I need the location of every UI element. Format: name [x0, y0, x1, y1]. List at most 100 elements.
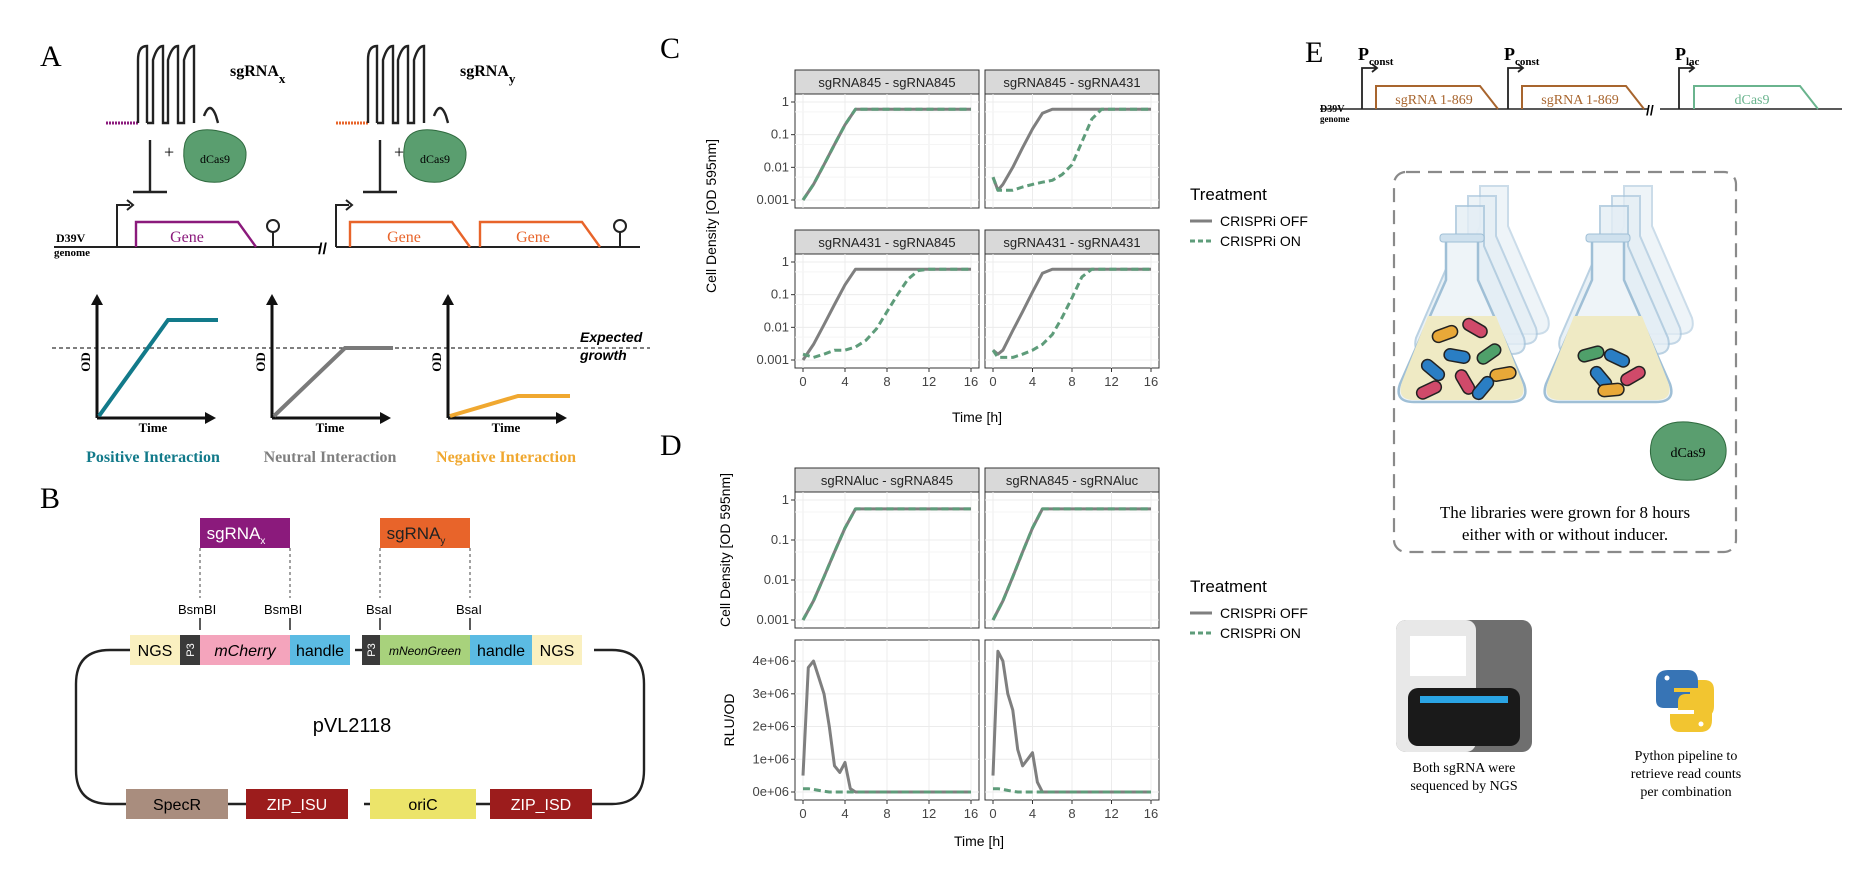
- interaction-label-positive: Positive Interaction: [86, 449, 220, 466]
- facet-strip-label: sgRNA845 - sgRNA431: [1003, 75, 1140, 90]
- svg-text:sgRNAy: sgRNAy: [387, 524, 446, 547]
- panel-c-letter: C: [660, 32, 680, 65]
- backbone-zip-isu-label: ZIP_ISU: [267, 797, 327, 814]
- x-tick-label: 4: [841, 806, 848, 821]
- promoter-arrow-e2-head: [1517, 63, 1525, 73]
- sgrna-y-label: sgRNA: [460, 63, 509, 80]
- panel-d: D Cell Density [OD 595nm] RLU/OD Time [h…: [660, 429, 1308, 849]
- y-tick-label: 0.1: [771, 127, 789, 142]
- x-tick-label: 8: [1068, 374, 1075, 389]
- y-tick-label: 1: [782, 94, 789, 109]
- panel-a-letter: A: [40, 40, 62, 73]
- y-tick-label: 3e+06: [752, 686, 789, 701]
- panel-b-letter: B: [40, 482, 60, 515]
- series-line-crispri-on: [993, 787, 1151, 794]
- cassette-p3-right-label: P3: [366, 643, 378, 656]
- cassette-ngs-right-label: NGS: [540, 643, 575, 660]
- x-tick-label: 12: [1104, 374, 1118, 389]
- panel-a: A sgRNAx + dCas9 sgRNAy + dCas9 D39V gen…: [40, 40, 650, 466]
- dcas9-label-y: dCas9: [420, 152, 450, 166]
- gene-box-a2: [348, 220, 471, 248]
- sgrna-y-structure: sgRNAy: [336, 44, 516, 125]
- series-line-crispri-on: [991, 267, 1151, 359]
- sequencing-note-1: Both sgRNA were: [1413, 761, 1516, 776]
- panel-c-ylabel: Cell Density [OD 595nm]: [703, 139, 719, 293]
- facet-strip-label: sgRNA845 - sgRNAluc: [1006, 473, 1139, 488]
- panel-d-letter: D: [660, 429, 682, 462]
- y-tick-label: 1e+06: [752, 751, 789, 766]
- expected-growth-label-1: Expected: [580, 329, 643, 345]
- facet-strip-label: sgRNA845 - sgRNA845: [818, 75, 955, 90]
- sgrna-x-structure: sgRNAx: [106, 44, 286, 125]
- growth-plot-negative-xarrow: [556, 412, 567, 424]
- growth-curve-positive: [97, 318, 218, 418]
- x-tick-label: 16: [1144, 374, 1158, 389]
- gene-label-e2: sgRNA 1-869: [1541, 93, 1618, 108]
- sgrna-y-terminator: [432, 106, 450, 124]
- promoter-e1-sub: const: [1369, 56, 1394, 68]
- promoter-arrow-e1: [1361, 67, 1376, 109]
- growth-plot-negative-ylabel: OD: [429, 352, 444, 372]
- panel-d-ylabel-top: Cell Density [OD 595nm]: [717, 473, 733, 627]
- facet-strip-label: sgRNA431 - sgRNA845: [818, 235, 955, 250]
- promoter-e1-label: P: [1358, 44, 1369, 64]
- x-tick-label: 0: [799, 806, 806, 821]
- growth-plot-positive-xarrow: [205, 412, 216, 424]
- interaction-label-negative: Negative Interaction: [436, 449, 576, 466]
- series-line-crispri-on: [801, 107, 971, 201]
- backbone-oric-label: oriC: [408, 797, 437, 814]
- y-tick-label: 0.001: [756, 612, 789, 627]
- genome-label-a-2: genome: [54, 247, 90, 259]
- facet-strip: [794, 229, 980, 255]
- dcas9-label-x: dCas9: [200, 152, 230, 166]
- bacterium: [1597, 382, 1625, 398]
- promoter-arrow-e1-head: [1371, 63, 1379, 73]
- gene-box-e3: [1693, 85, 1819, 110]
- gene-label-a1: Gene: [170, 229, 204, 246]
- culture-box: [1392, 170, 1738, 554]
- growth-plot-neutral-xlabel: Time: [316, 420, 345, 435]
- growth-plot-neutral-xarrow: [380, 412, 391, 424]
- legend-d-title: Treatment: [1190, 577, 1267, 596]
- flask-stack-left: [1397, 185, 1550, 404]
- bacterium: [1454, 369, 1476, 395]
- bacterium: [1489, 366, 1517, 382]
- x-tick-label: 12: [922, 374, 936, 389]
- promoter-e3-sub: lac: [1686, 56, 1700, 68]
- panel-c-xlabel: Time [h]: [952, 409, 1002, 425]
- facet-strip: [984, 467, 1160, 493]
- growth-plot-negative-xlabel: Time: [492, 420, 521, 435]
- x-tick-label: 12: [1104, 806, 1118, 821]
- backbone-zip-isd-label: ZIP_ISD: [511, 797, 571, 814]
- panel-e: E D39V genome // Pconst sgRNA 1-869 Pcon…: [1305, 36, 1842, 800]
- gene-box-a1: [134, 220, 257, 248]
- series-line-crispri-on: [802, 267, 971, 359]
- panel-d-xlabel: Time [h]: [954, 833, 1004, 849]
- site-label-4: BsaI: [456, 602, 482, 617]
- sequencer-flowcell-lane: [1420, 696, 1508, 703]
- promoter-e3-label: P: [1675, 44, 1686, 64]
- bacterium: [1577, 345, 1605, 363]
- sgrna-x-sub: x: [279, 71, 286, 86]
- y-tick-label: 0.001: [756, 192, 789, 207]
- svg-text:Pconst: Pconst: [1358, 44, 1394, 68]
- promoter-arrow-a1: [116, 204, 130, 247]
- sgrna-y-box: [380, 518, 470, 548]
- sequencer-window: [1410, 636, 1466, 676]
- svg-text:sgRNAy: sgRNAy: [460, 63, 516, 86]
- backbone-zip-isd: [490, 789, 592, 819]
- sgrna-x-box-sub: x: [260, 536, 265, 547]
- growth-plot-neutral-yarrow: [266, 294, 278, 305]
- bacterium: [1603, 348, 1631, 368]
- x-tick-label: 16: [964, 806, 978, 821]
- growth-note-2: either with or without inducer.: [1462, 525, 1668, 544]
- promoter-arrow-a2-head: [345, 199, 354, 211]
- python-icon: [1656, 670, 1714, 732]
- bacterium: [1476, 343, 1502, 365]
- y-tick-label: 0.01: [764, 572, 789, 587]
- y-tick-label: 0.1: [771, 287, 789, 302]
- bacterium: [1415, 380, 1443, 400]
- cassette-handle-right-label: handle: [477, 643, 525, 660]
